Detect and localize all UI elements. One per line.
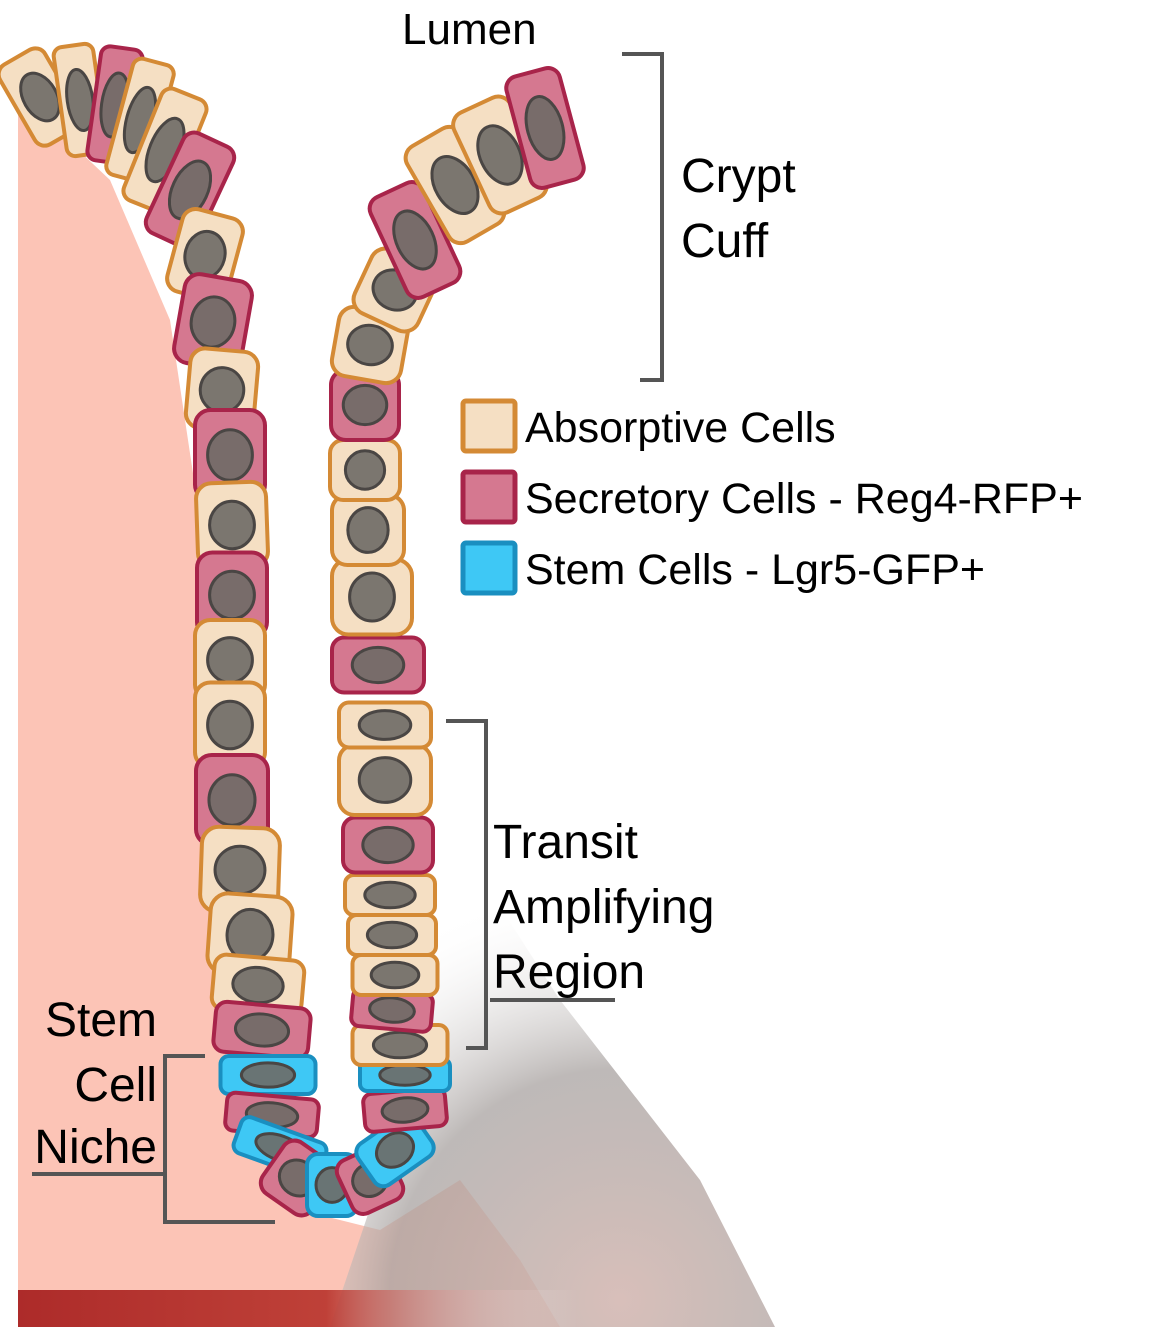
absorptive-cell: [330, 440, 400, 500]
transit-amplifying-label-line-3: Region: [493, 946, 645, 999]
absorptive-cell: [348, 915, 436, 955]
nucleus: [241, 1063, 294, 1087]
legend-item-secretory: Secretory Cells - Reg4-RFP+: [463, 472, 1083, 523]
absorptive-cell: [339, 703, 431, 748]
absorptive-cell: [332, 495, 404, 565]
nucleus: [373, 1032, 426, 1058]
crypt-cuff-label-line-1: Crypt: [681, 150, 796, 203]
nucleus: [209, 500, 255, 549]
transit-amplifying-label-line-1: Transit: [493, 816, 638, 869]
transit-amplifying-label-line-2: Amplifying: [493, 881, 714, 934]
crypt-cuff-bracket: [622, 54, 662, 380]
absorptive-cell: [353, 955, 438, 995]
stem-cell-niche-label-line-2: Cell: [74, 1059, 157, 1112]
nucleus: [367, 922, 416, 948]
legend-label-absorptive: Absorptive Cells: [525, 404, 836, 452]
secretory-cell: [213, 1001, 312, 1059]
nucleus: [352, 647, 404, 682]
nucleus: [371, 962, 419, 988]
nucleus: [359, 758, 411, 803]
stem-cell-niche-label-line-1: Stem: [45, 994, 157, 1047]
crypt-cuff-label-line-2: Cuff: [681, 215, 769, 268]
legend-item-stem: Stem Cells - Lgr5-GFP+: [463, 543, 985, 594]
absorptive-cell: [345, 875, 435, 915]
nucleus: [359, 711, 411, 740]
nucleus: [363, 827, 413, 862]
nucleus: [345, 451, 384, 489]
secretory-cell: [343, 818, 433, 873]
secretory-cell: [332, 638, 424, 693]
nucleus: [343, 385, 387, 424]
legend: Absorptive Cells Secretory Cells - Reg4-…: [463, 401, 1083, 594]
nucleus: [348, 508, 388, 553]
stem-cell-niche-label-line-3: Niche: [34, 1121, 157, 1174]
legend-swatch-secretory: [463, 472, 515, 522]
nucleus: [209, 775, 255, 825]
nucleus: [350, 573, 395, 621]
stem-cell: [221, 1056, 316, 1094]
lumen-label: Lumen: [402, 5, 537, 54]
nucleus: [380, 1065, 430, 1085]
legend-swatch-stem: [463, 543, 515, 593]
nucleus: [365, 882, 415, 908]
absorptive-cell: [339, 745, 431, 815]
nucleus: [208, 638, 253, 683]
nucleus: [208, 701, 253, 749]
legend-label-stem: Stem Cells - Lgr5-GFP+: [525, 546, 985, 594]
nucleus: [214, 845, 266, 894]
absorptive-cell: [332, 560, 412, 635]
legend-item-absorptive: Absorptive Cells: [463, 401, 836, 452]
secretory-cell: [363, 1087, 448, 1132]
legend-label-secretory: Secretory Cells - Reg4-RFP+: [525, 475, 1083, 523]
nucleus: [208, 430, 253, 480]
nucleus: [210, 571, 255, 619]
legend-swatch-absorptive: [463, 401, 515, 451]
